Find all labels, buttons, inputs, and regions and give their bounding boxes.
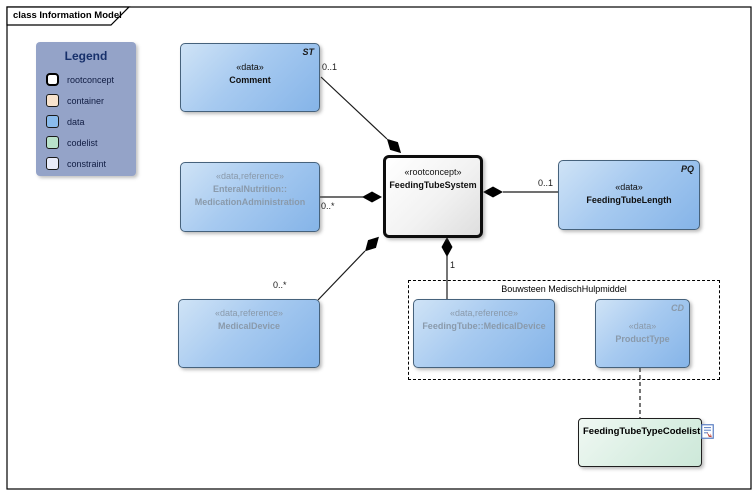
legend-item-codelist: codelist [46, 132, 136, 153]
composition-diamond-comment [386, 138, 402, 154]
node-name-line1: EnteralNutrition:: [213, 184, 287, 194]
node-feeding-tube-medical-device[interactable]: «data,reference» FeedingTube::MedicalDev… [413, 299, 555, 368]
legend-item-label: rootconcept [67, 74, 115, 85]
node-comment[interactable]: ST «data» Comment [180, 43, 320, 112]
legend-item-label: container [67, 95, 105, 106]
legend-item-constraint: constraint [46, 153, 136, 174]
rootconcept-swatch [46, 73, 59, 86]
datatype-tag: CD [671, 303, 684, 313]
node-stereotype: «rootconcept» [404, 167, 462, 177]
container-bouwsteen-medischhulpmiddel[interactable]: Bouwsteen MedischHulpmiddel [408, 280, 720, 380]
composition-diamond-feeding-tube-length [483, 186, 503, 198]
container-swatch [46, 94, 59, 107]
node-product-type[interactable]: CD «data» ProductType [595, 299, 690, 368]
multiplicity-comment: 0..1 [322, 62, 338, 72]
data-swatch [46, 115, 59, 128]
legend-item-label: data [67, 116, 85, 127]
node-name: FeedingTube::MedicalDevice [422, 321, 546, 331]
node-name: ProductType [615, 334, 670, 344]
node-feeding-tube-length[interactable]: PQ «data» FeedingTubeLength [558, 160, 700, 230]
linked-document-icon [701, 424, 715, 439]
legend-item-label: constraint [67, 158, 107, 169]
legend[interactable]: Legend rootconcept container data codeli… [36, 42, 136, 176]
node-name: MedicalDevice [217, 321, 281, 331]
diagram-frame [6, 6, 752, 490]
node-name: FeedingTubeSystem [389, 180, 477, 190]
node-stereotype: «data» [628, 321, 657, 331]
node-feeding-tube-system[interactable]: «rootconcept» FeedingTubeSystem [383, 155, 483, 238]
composition-diamond-medical-device [365, 236, 379, 252]
connector-comment[interactable] [320, 76, 388, 140]
legend-item-rootconcept: rootconcept [46, 69, 136, 90]
legend-item-data: data [46, 111, 136, 132]
legend-title: Legend [64, 49, 108, 63]
node-stereotype: «data» [236, 62, 264, 72]
node-name: FeedingTubeTypeCodelist [583, 426, 701, 437]
node-medical-device[interactable]: «data,reference» MedicalDevice [178, 299, 320, 368]
multiplicity-medication-administration: 0..* [321, 201, 335, 211]
datatype-tag: PQ [680, 164, 694, 174]
multiplicity-feeding-tube-medical-device: 1 [450, 260, 456, 270]
node-stereotype: «data» [615, 182, 643, 192]
node-name: FeedingTubeLength [586, 195, 672, 205]
node-stereotype: «data,reference» [449, 308, 519, 318]
multiplicity-medical-device: 0..* [273, 280, 287, 290]
composition-diamond-feeding-tube-medical-device [441, 237, 453, 257]
composition-diamond-medication-administration [362, 191, 382, 203]
legend-item-label: codelist [67, 137, 98, 148]
container-label: Bouwsteen MedischHulpmiddel [501, 284, 627, 294]
diagram-title-tab: class Information Model [13, 10, 122, 21]
datatype-tag: ST [302, 47, 314, 57]
connector-medical-device[interactable] [317, 250, 366, 301]
legend-item-container: container [46, 90, 136, 111]
node-name: Comment [229, 75, 271, 85]
multiplicity-feeding-tube-length: 0..1 [538, 178, 554, 188]
constraint-swatch [46, 157, 59, 170]
node-stereotype: «data,reference» [215, 171, 285, 181]
node-medication-administration[interactable]: «data,reference» EnteralNutrition:: Medi… [180, 162, 320, 232]
codelist-swatch [46, 136, 59, 149]
node-feeding-tube-type-codelist[interactable]: FeedingTubeTypeCodelist [578, 418, 715, 467]
node-stereotype: «data,reference» [214, 308, 284, 318]
node-name-line2: MedicationAdministration [194, 197, 306, 207]
diagram-tab-shape [6, 6, 131, 26]
